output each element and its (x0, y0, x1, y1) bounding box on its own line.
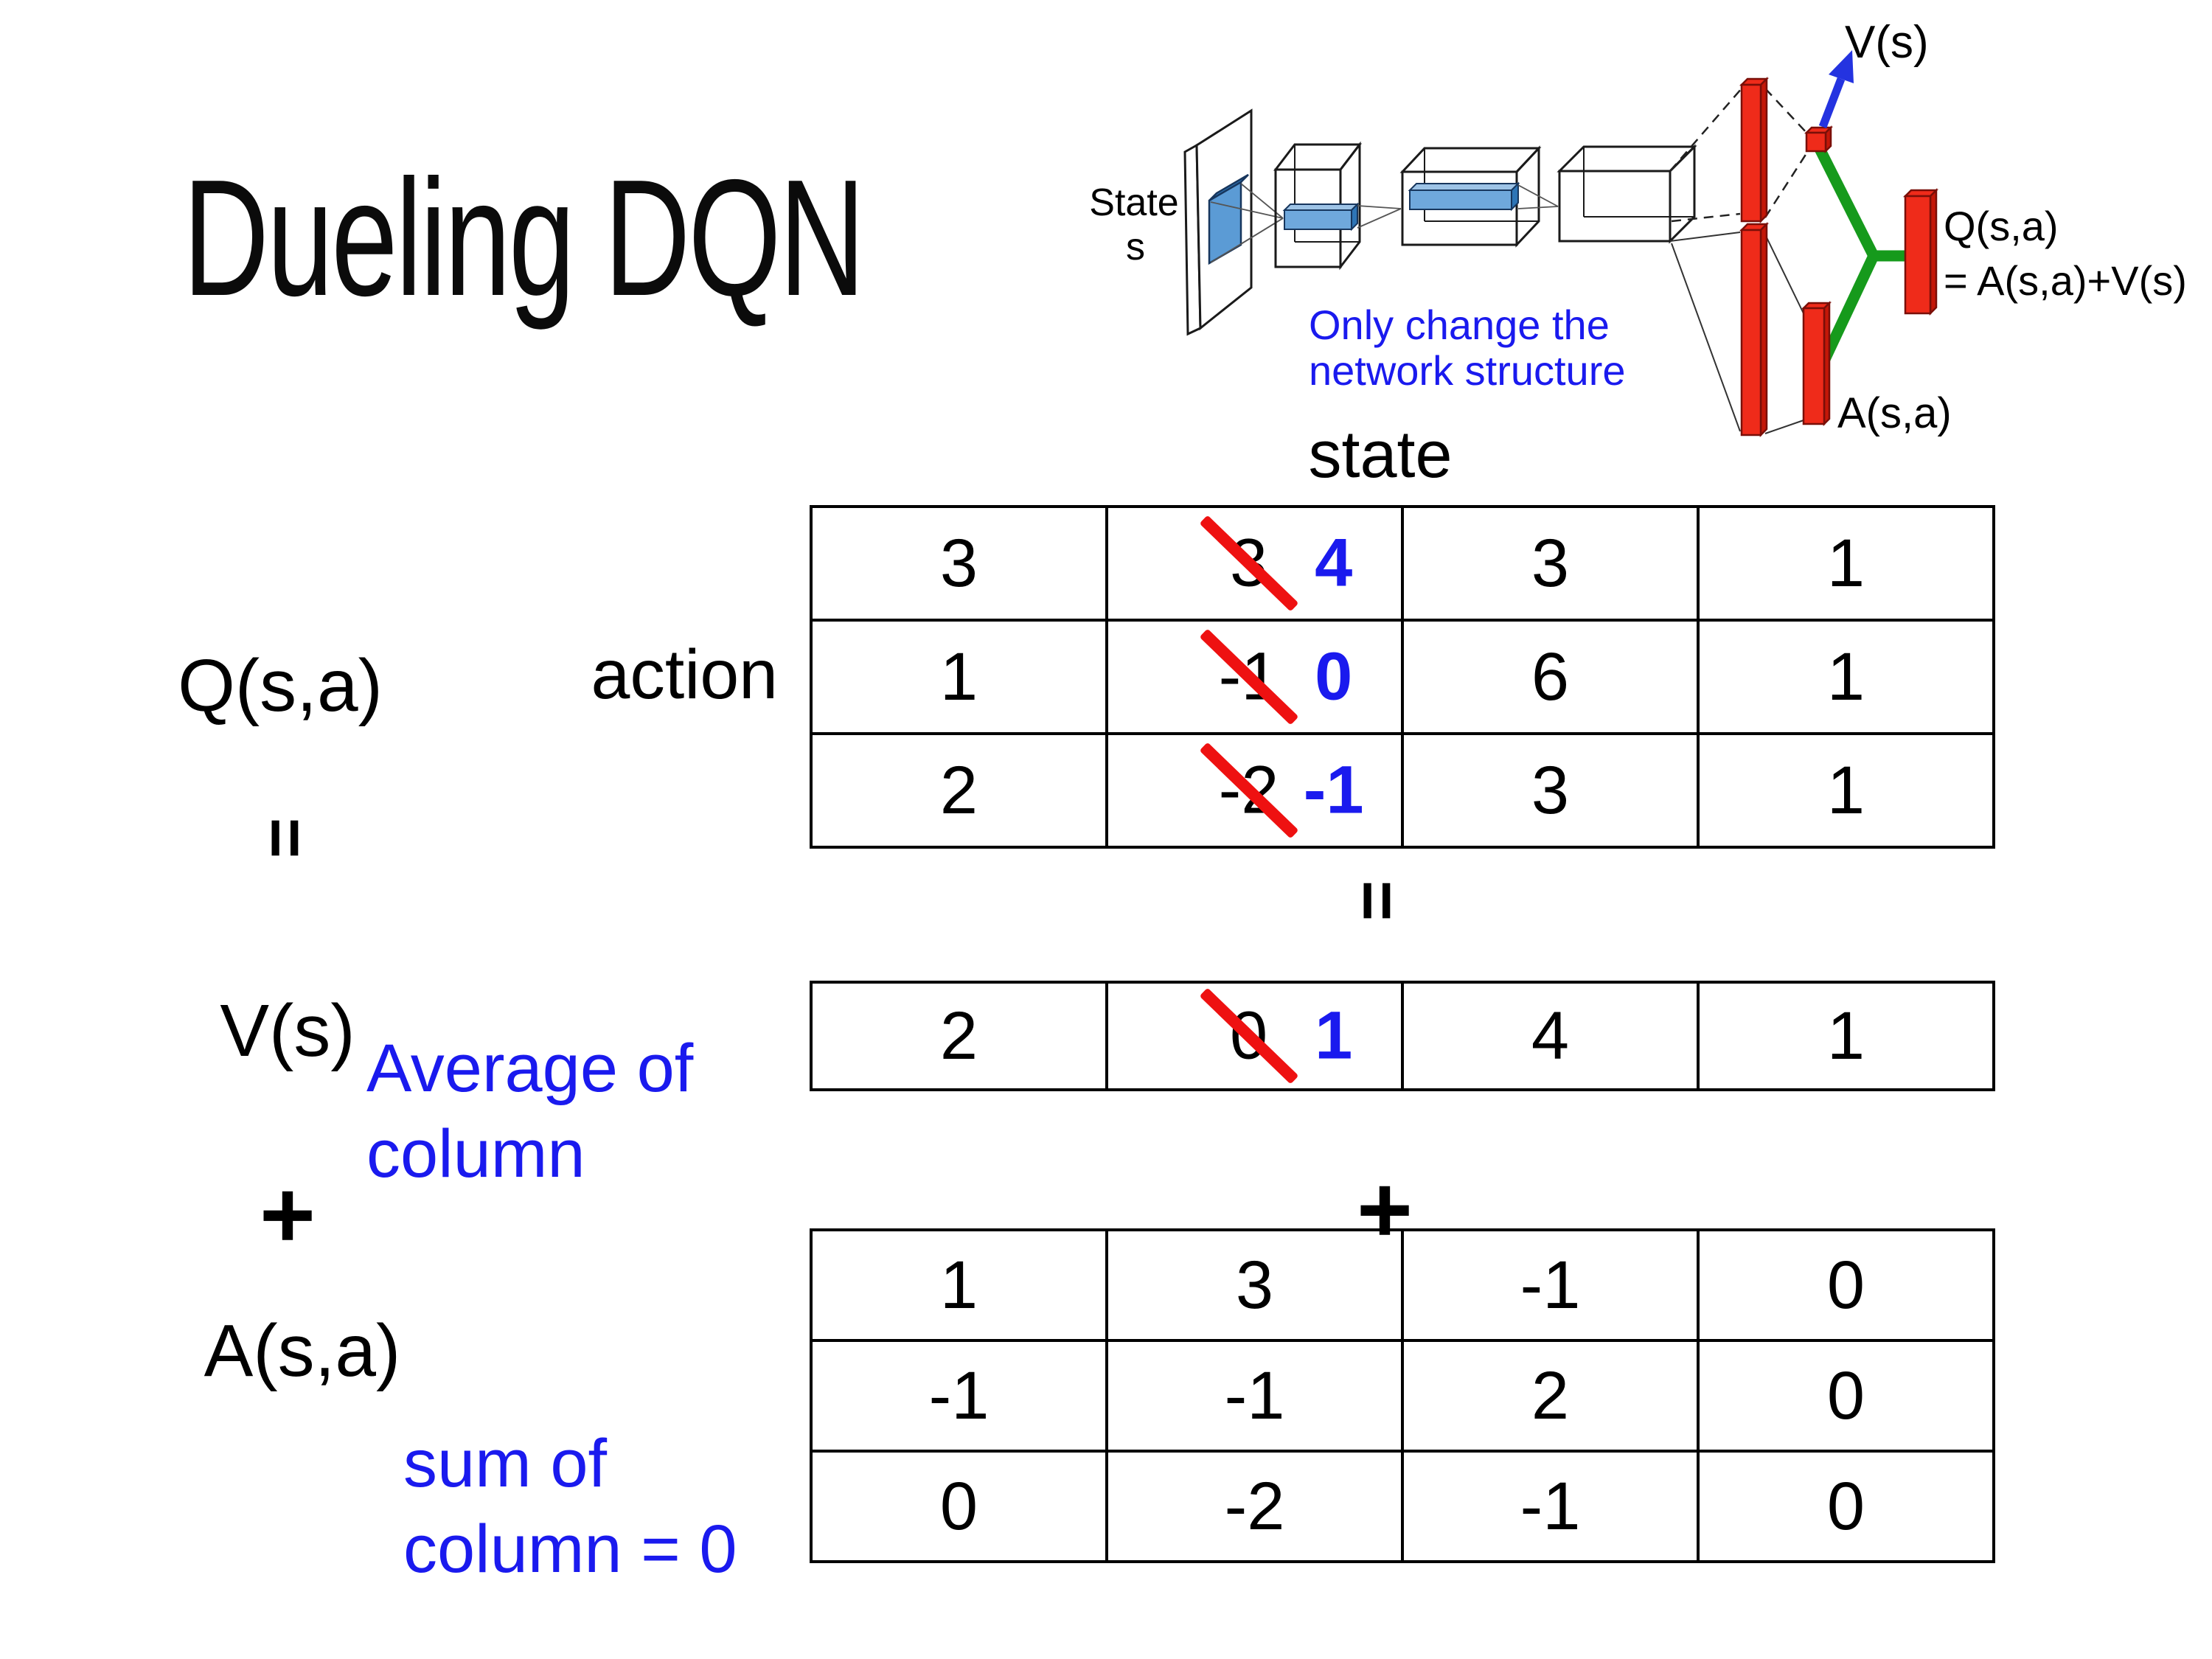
table-cell: 6 (1401, 619, 1700, 735)
network-diagram: State s V(s) Q(s,a) = A(s,a)+V(s) A(s,a)… (1089, 17, 2187, 438)
diagram-state-s: s (1126, 226, 1145, 268)
table-cell: 1 (810, 1228, 1108, 1342)
v-hidden-bar (1739, 76, 1770, 224)
table-cell: 1 (1697, 619, 1995, 735)
diagram-note-line1: Only change the (1309, 302, 1610, 348)
table-cell: 1 (810, 619, 1108, 735)
new-value: -1 (1303, 752, 1364, 828)
new-value: 1 (1315, 998, 1353, 1074)
table-row: 0 -2 -1 0 (810, 1450, 1995, 1563)
table-cell: 0 (810, 1450, 1108, 1563)
projection-lines (1517, 184, 1559, 209)
a-table: 1 3 -1 0 -1 -1 2 0 0 -2 -1 0 (810, 1228, 1995, 1563)
input-plane-shape (1183, 108, 1253, 336)
table-cell-replaced: 0 1 (1105, 981, 1404, 1091)
table-cell: -1 (1401, 1450, 1700, 1563)
v-stream-links (1669, 88, 1809, 223)
a-matrix-label: A(s,a) (204, 1310, 401, 1392)
table-row: 1 3 -1 0 (810, 1228, 1995, 1342)
table-cell: 3 (1401, 505, 1700, 622)
table-cell: 0 (1697, 1450, 1995, 1563)
fc-box (1557, 144, 1697, 244)
table-cell: 1 (1697, 505, 1995, 622)
action-axis-label: action (591, 636, 778, 714)
table-row: -1 -1 2 0 (810, 1339, 1995, 1453)
plus-sign-left: + (260, 1161, 316, 1268)
a-hidden-bar (1739, 221, 1770, 438)
diagram-v-label: V(s) (1845, 17, 1929, 68)
q-output-bar (1902, 187, 1939, 316)
table-row: 2 -2 -1 3 1 (810, 732, 1995, 849)
diagram-q-formula: = A(s,a)+V(s) (1944, 257, 2187, 304)
table-cell: 0 (1697, 1339, 1995, 1453)
table-cell: -1 (1401, 1228, 1700, 1342)
table-cell-replaced: -1 0 (1105, 619, 1404, 735)
table-cell: 2 (810, 732, 1108, 849)
diagram-a-label: A(s,a) (1837, 389, 1952, 437)
page-title: Dueling DQN (183, 145, 866, 330)
table-cell-replaced: -2 -1 (1105, 732, 1404, 849)
v-scalar-box (1804, 125, 1834, 154)
diagram-note-line2: network structure (1309, 347, 1626, 394)
feature-bar-1 (1282, 202, 1360, 232)
feature-bar-2 (1408, 181, 1520, 212)
state-axis-label: state (1308, 418, 1453, 492)
a-stream-links (1669, 232, 1804, 434)
v-arrow-icon (1818, 50, 1854, 128)
conv-patch-shape (1208, 173, 1249, 265)
table-cell: 3 (1401, 732, 1700, 849)
v-table: 2 0 1 4 1 (810, 981, 1995, 1091)
table-cell: -1 (1105, 1339, 1404, 1453)
table-cell: 0 (1697, 1228, 1995, 1342)
table-row: 2 0 1 4 1 (810, 981, 1995, 1091)
table-cell: -1 (810, 1339, 1108, 1453)
new-value: 4 (1315, 525, 1353, 601)
a-vector-bar (1801, 300, 1832, 427)
v-matrix-label: V(s) (220, 990, 355, 1072)
table-row: 3 3 4 3 1 (810, 505, 1995, 622)
table-cell: 2 (1401, 1339, 1700, 1453)
new-value: 0 (1315, 639, 1353, 714)
equals-sign-left: = (246, 817, 325, 858)
table-cell: 2 (810, 981, 1108, 1091)
q-matrix-label: Q(s,a) (178, 644, 383, 727)
projection-lines (1357, 205, 1402, 229)
q-table: 3 3 4 3 1 1 -1 0 6 1 2 -2 -1 3 1 (810, 505, 1995, 849)
table-cell-replaced: 3 4 (1105, 505, 1404, 622)
table-row: 1 -1 0 6 1 (810, 619, 1995, 735)
table-cell: 1 (1697, 732, 1995, 849)
equals-sign-center: = (1338, 880, 1417, 921)
table-cell: -2 (1105, 1450, 1404, 1563)
diagram-q-label: Q(s,a) (1944, 203, 2059, 249)
diagram-state-label: State (1089, 181, 1178, 224)
table-cell: 3 (1105, 1228, 1404, 1342)
table-cell: 3 (810, 505, 1108, 622)
table-cell: 4 (1401, 981, 1700, 1091)
table-cell: 1 (1697, 981, 1995, 1091)
